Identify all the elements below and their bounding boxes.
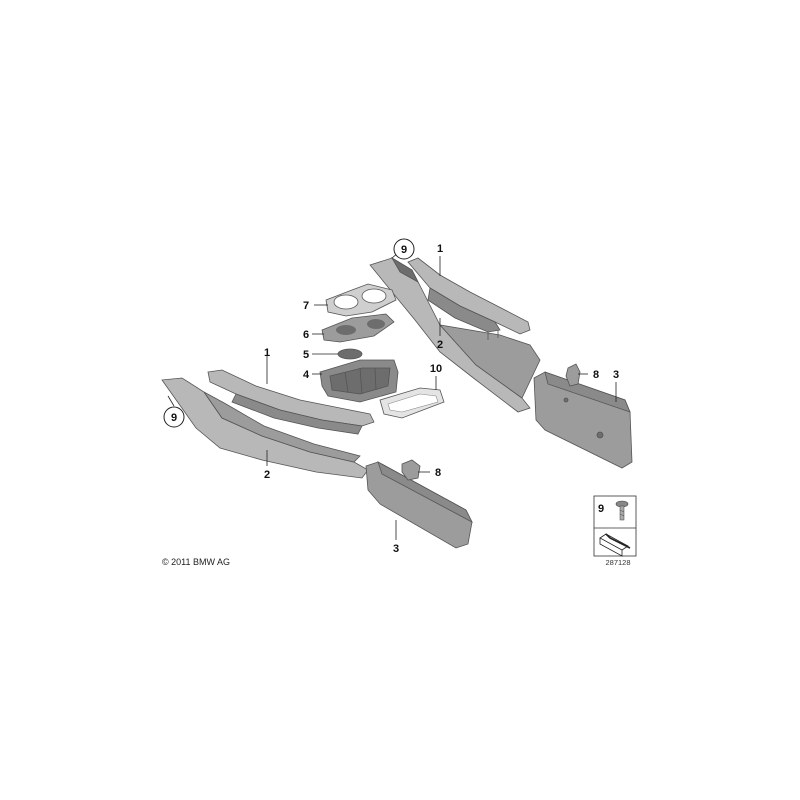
part-8-left-clip (401, 459, 421, 481)
callout-8-right: 8 (593, 369, 599, 381)
callout-1-left: 1 (264, 347, 270, 359)
callout-10: 10 (430, 363, 442, 375)
legend-box: 9 (593, 495, 637, 557)
part-5-mat (337, 348, 363, 360)
part-3-right-panel (533, 371, 633, 469)
part-4-switch-unit (319, 359, 399, 403)
part-8-right-clip (565, 363, 581, 387)
callout-1-right: 1 (437, 243, 443, 255)
legend-item-9: 9 (598, 503, 604, 515)
part-1-right-rail (407, 257, 531, 340)
part-1-left-rail (207, 369, 375, 435)
callout-7: 7 (303, 300, 309, 312)
callout-3-left: 3 (393, 543, 399, 555)
screw-icon (615, 500, 629, 521)
section-symbol-icon (599, 533, 631, 557)
part-10-frame (379, 387, 445, 419)
callout-8-left: 8 (435, 467, 441, 479)
part-2-right-trim (369, 256, 541, 413)
reference-number: 287128 (605, 558, 630, 567)
callout-6: 6 (303, 329, 309, 341)
callout-circle-9-left (163, 406, 185, 428)
leader-9-left (167, 395, 175, 407)
callout-5: 5 (303, 349, 309, 361)
copyright: © 2011 BMW AG (162, 557, 230, 567)
callout-9-left: 9 (171, 412, 177, 424)
callout-2-left: 2 (264, 469, 270, 481)
part-6-cupholder-insert (321, 313, 395, 343)
callout-4: 4 (303, 369, 310, 381)
part-2-left-trim (161, 377, 369, 479)
part-7-cupholder-frame (325, 283, 397, 317)
callout-3-right: 3 (613, 369, 619, 381)
callout-9-right: 9 (401, 244, 407, 256)
callout-2-right: 2 (437, 339, 443, 351)
callout-circle-9-right (393, 238, 415, 260)
part-3-left-panel (365, 461, 473, 549)
